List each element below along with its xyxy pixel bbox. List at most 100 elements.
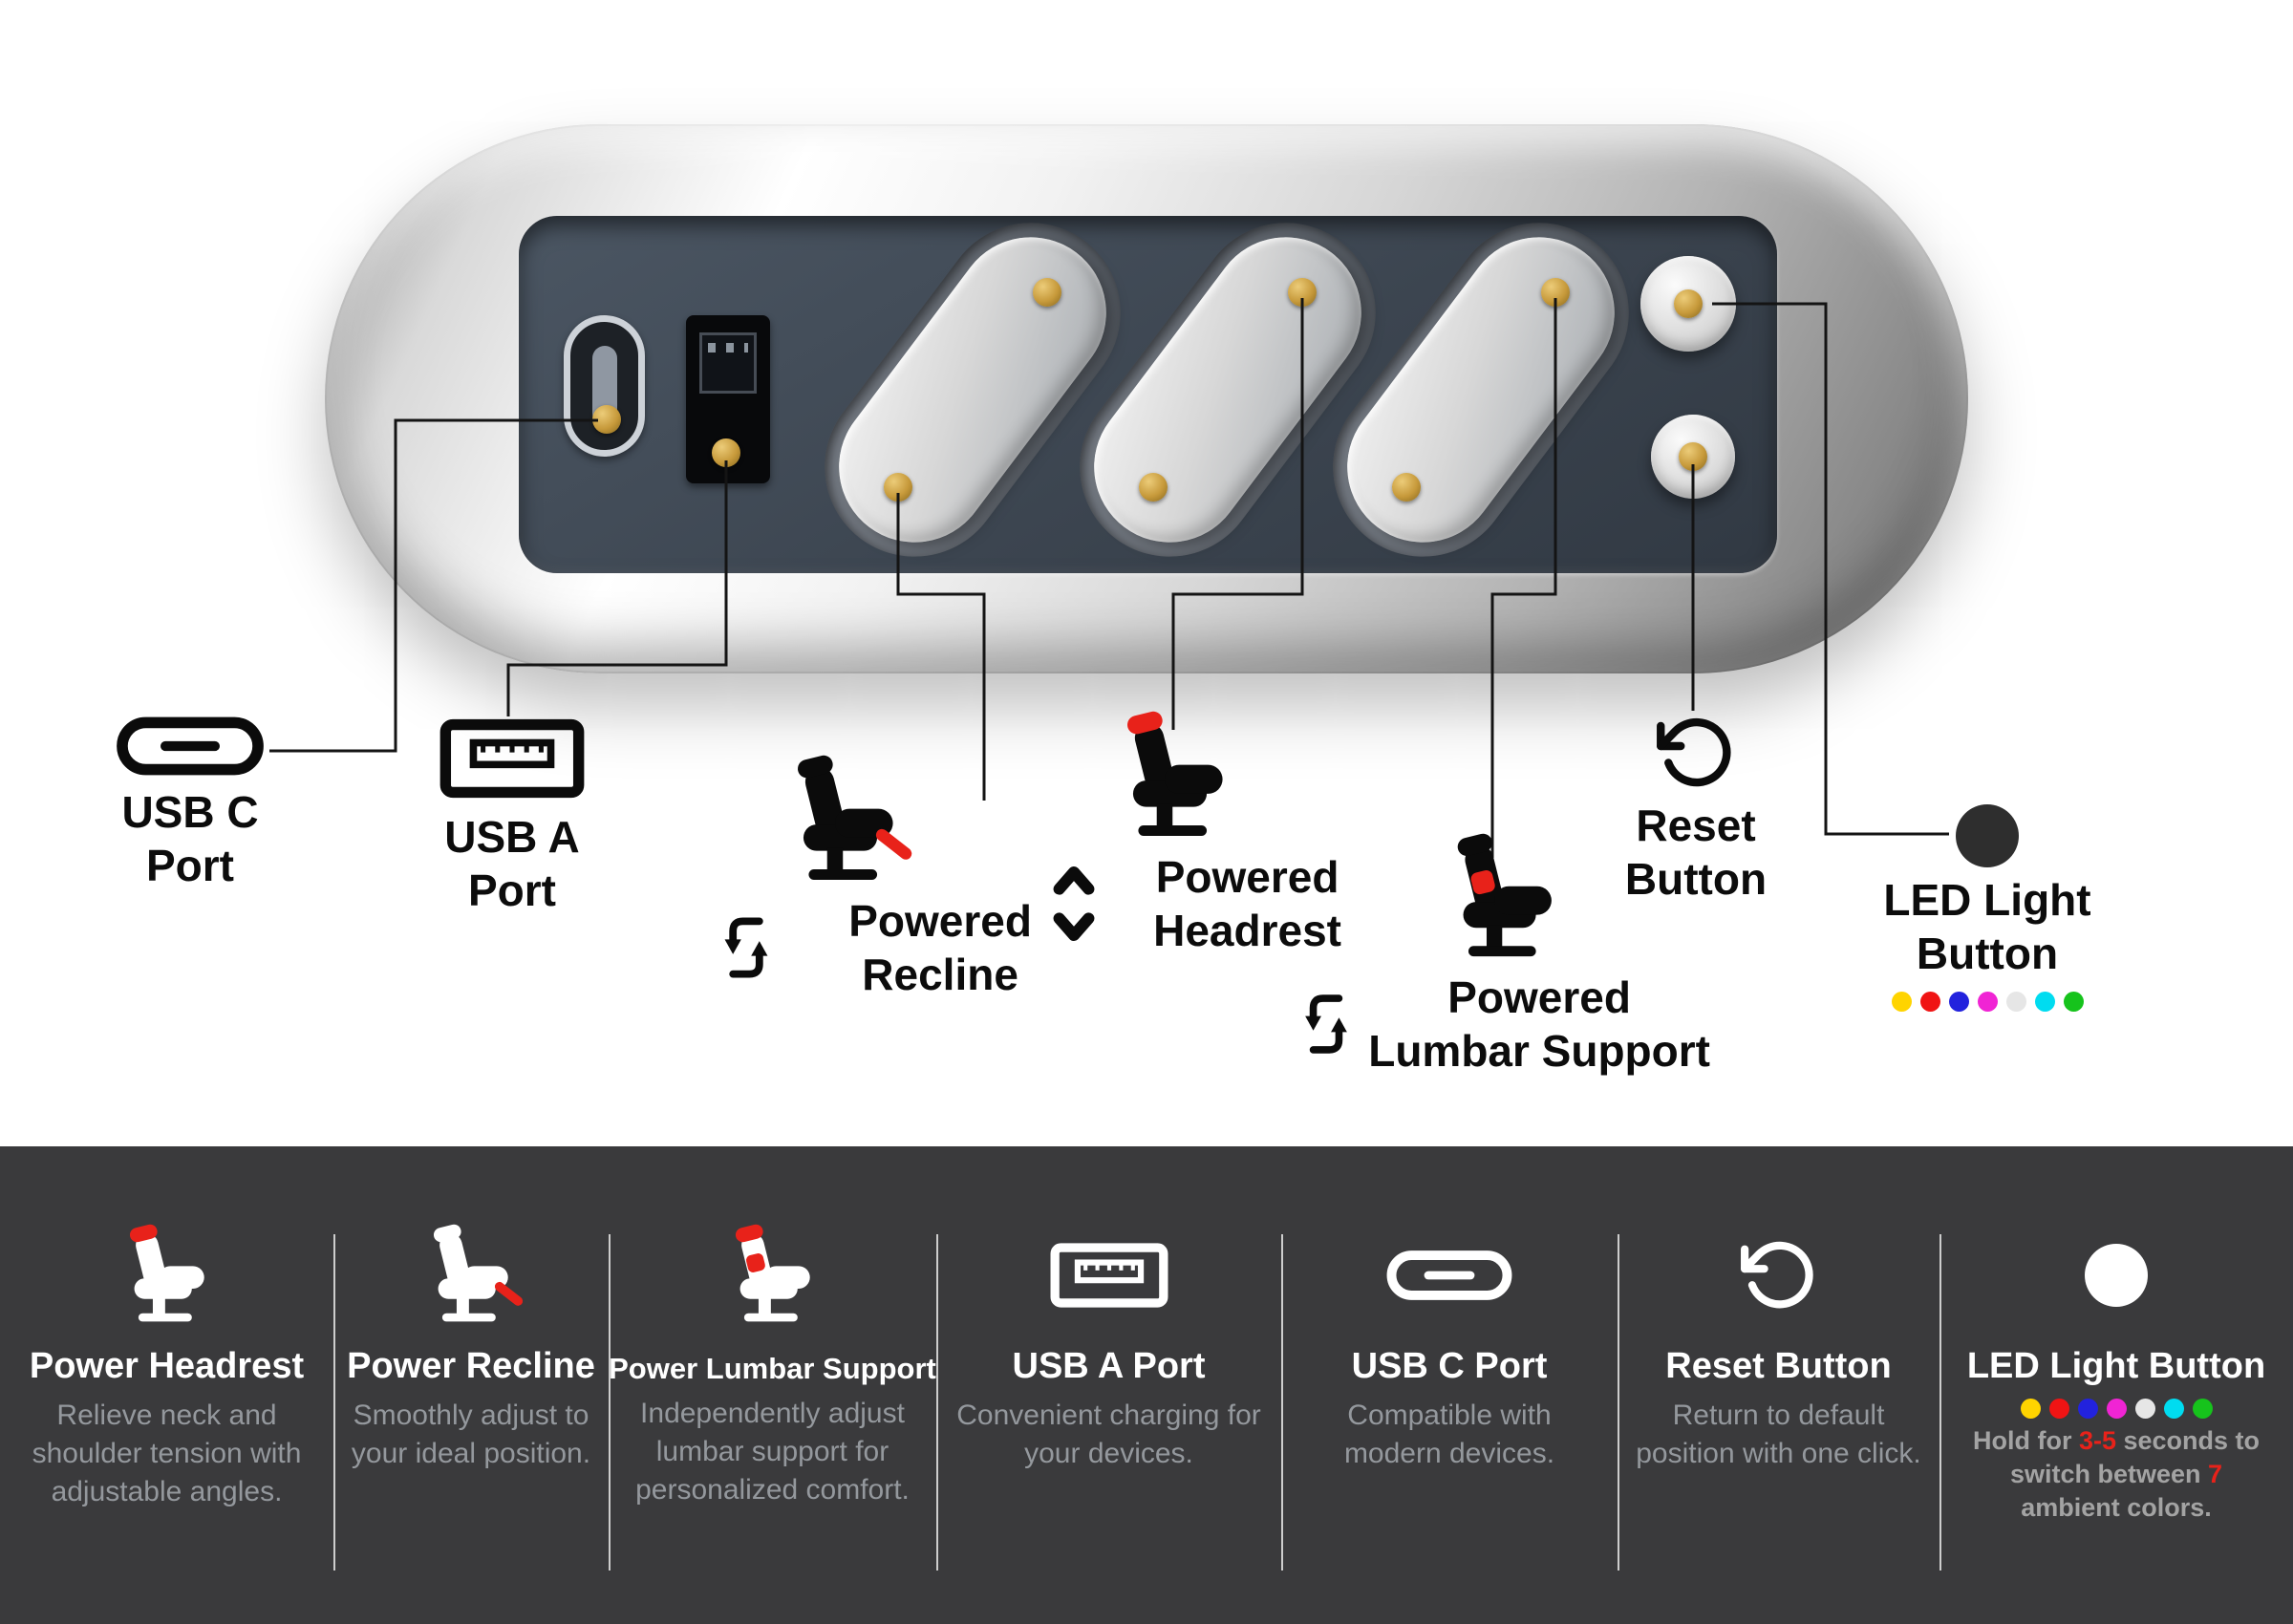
reset-button	[1651, 415, 1735, 499]
lumbar-arrows-icon	[1305, 994, 1347, 1054]
usb-c-icon	[117, 716, 264, 776]
recliner-lumbar-icon	[1457, 833, 1552, 957]
headrest-rocker-screw-bottom	[1139, 473, 1168, 502]
reset-button-screw	[1679, 442, 1707, 471]
feature-body: Compatible with modern devices.	[1343, 1399, 1555, 1469]
headrest-rocker-screw-top	[1288, 278, 1317, 307]
recliner-headrest-icon	[1127, 711, 1223, 836]
recliner-recline-icon	[798, 755, 912, 880]
led-color-dot	[2048, 1398, 2069, 1419]
feature-title: LED Light Button	[1966, 1346, 2266, 1386]
lumbar-label-line1: Powered	[1447, 972, 1631, 1022]
lumbar-label-line2: Lumbar Support	[1368, 1026, 1710, 1077]
led-label-line1: LED Light	[1883, 875, 2091, 925]
led-circle-icon	[1956, 804, 2019, 867]
led-color-dot	[2134, 1398, 2155, 1419]
led-color-dot	[1948, 992, 1969, 1013]
reset-label-line1: Reset	[1636, 801, 1756, 850]
headrest-label-line1: Powered	[1155, 852, 1339, 902]
led-color-dot	[2020, 1398, 2041, 1419]
feature-title: Reset Button	[1665, 1346, 1892, 1386]
reset-icon	[1657, 717, 1731, 787]
lumbar-rocker-screw-bottom	[1392, 473, 1421, 502]
color-count: 7	[2208, 1459, 2223, 1488]
callout-headrest: Powered Headrest	[1009, 707, 1341, 957]
recline-rocker-screw-top	[1033, 278, 1061, 307]
headrest-label-line2: Headrest	[1153, 906, 1341, 956]
led-color-dots	[2020, 1398, 2213, 1419]
recline-rocker-screw-bottom	[884, 473, 912, 502]
feature-reset: Reset Button Return to default position …	[1618, 1146, 1939, 1624]
led-color-dot	[2034, 992, 2055, 1013]
feature-body: Return to default position with one clic…	[1636, 1399, 1921, 1469]
led-color-dot	[2106, 1398, 2127, 1419]
usb-a-label-line2: Port	[468, 865, 556, 916]
feature-power-lumbar: Power Lumbar Support Independently adjus…	[609, 1146, 936, 1624]
callout-usb-c: USB C Port	[82, 716, 298, 892]
led-color-dot	[2163, 1398, 2184, 1419]
usb-a-connector	[699, 332, 757, 394]
led-color-dot	[2063, 992, 2084, 1013]
callout-recline: Powered Recline	[659, 751, 1032, 1001]
feature-led: LED Light Button Hold for 3-5 seconds to…	[1939, 1146, 2293, 1624]
led-color-dot	[1919, 992, 1940, 1013]
led-color-dots	[1865, 992, 2110, 1013]
led-circle-icon	[2085, 1244, 2148, 1307]
recliner-lumbar-icon	[735, 1224, 810, 1322]
usb-a-icon	[439, 718, 585, 799]
usb-c-label-line1: USB C	[121, 787, 259, 837]
usb-a-screw	[712, 438, 740, 467]
led-color-dot	[1891, 992, 1912, 1013]
control-panel-device	[325, 124, 1968, 673]
usb-a-icon	[1050, 1243, 1168, 1308]
control-panel-inset	[519, 186, 1777, 593]
feature-power-headrest: Power Headrest Relieve neck and shoulder…	[0, 1146, 333, 1624]
callout-usb-a: USB A Port	[407, 718, 617, 917]
usb-a-label-line1: USB A	[444, 812, 580, 862]
feature-title: Power Headrest	[29, 1346, 305, 1386]
led-label-line2: Button	[1916, 929, 2059, 979]
lumbar-rocker-screw-top	[1541, 278, 1570, 307]
callout-led: LED Light Button	[1865, 804, 2110, 1013]
led-color-dot	[2192, 1398, 2213, 1419]
feature-title: Power Lumbar Support	[609, 1352, 936, 1385]
column-divider	[333, 1234, 335, 1571]
headrest-chevrons-icon	[1053, 866, 1095, 942]
led-color-dot	[2077, 1398, 2098, 1419]
reset-label-line2: Button	[1624, 854, 1768, 905]
usb-c-icon	[1386, 1250, 1512, 1300]
recline-label-line2: Recline	[862, 950, 1018, 1000]
column-divider	[936, 1234, 938, 1571]
led-light-button	[1640, 256, 1736, 352]
recline-label-line1: Powered	[848, 896, 1032, 946]
feature-body: Smoothly adjust to your ideal position.	[351, 1399, 591, 1469]
column-divider	[1281, 1234, 1283, 1571]
hold-duration: 3-5	[2078, 1425, 2116, 1455]
feature-body: Independently adjust lumbar support for …	[635, 1398, 910, 1506]
usb-c-label-line2: Port	[146, 841, 234, 891]
led-color-dot	[1977, 992, 1998, 1013]
usb-a-port	[686, 315, 770, 483]
reset-icon	[1740, 1241, 1813, 1309]
column-divider	[609, 1234, 611, 1571]
recline-arrows-icon	[724, 917, 768, 978]
feature-usb-c: USB C Port Compatible with modern device…	[1281, 1146, 1618, 1624]
recliner-headrest-icon	[129, 1224, 204, 1322]
callout-reset: Reset Button	[1598, 713, 1793, 906]
usb-a-pins	[708, 343, 748, 353]
feature-panel: Power Headrest Relieve neck and shoulder…	[0, 1146, 2293, 1624]
feature-title: USB C Port	[1351, 1346, 1548, 1386]
recliner-recline-icon	[433, 1224, 524, 1322]
usb-c-screw	[592, 405, 621, 434]
feature-body: Hold for 3-5 seconds to switch between 7…	[1972, 1425, 2261, 1522]
feature-usb-a: USB A Port Convenient charging for your …	[936, 1146, 1281, 1624]
feature-title: Power Recline	[347, 1346, 595, 1386]
callout-lumbar: Powered Lumbar Support	[1299, 829, 1710, 1078]
feature-power-recline: Power Recline Smoothly adjust to your id…	[333, 1146, 609, 1624]
led-button-screw	[1674, 289, 1703, 318]
feature-body: Relieve neck and shoulder tension with a…	[32, 1399, 302, 1508]
column-divider	[1939, 1234, 1941, 1571]
led-color-dot	[2005, 992, 2026, 1013]
usb-c-port	[564, 315, 645, 457]
